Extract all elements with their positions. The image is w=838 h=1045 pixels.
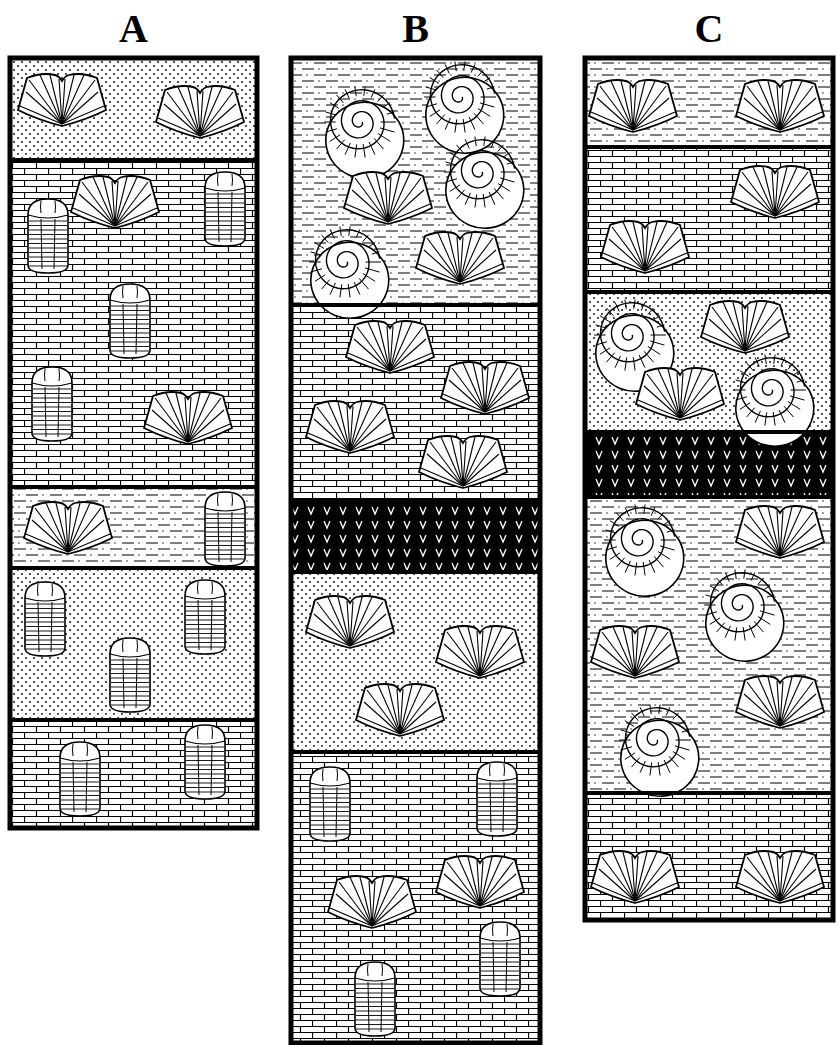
trilobite-fossil bbox=[28, 199, 68, 273]
brachiopod-fossil bbox=[144, 392, 232, 444]
rock-column bbox=[10, 58, 257, 828]
brachiopod-fossil bbox=[736, 506, 824, 558]
brachiopod-fossil bbox=[71, 176, 159, 228]
brachiopod-fossil bbox=[591, 851, 679, 903]
layer-boundary bbox=[10, 566, 257, 570]
brachiopod-fossil bbox=[356, 684, 444, 736]
brachiopod-fossil bbox=[436, 856, 524, 908]
fossils bbox=[589, 80, 824, 903]
shale-layer bbox=[291, 58, 540, 305]
layer-boundary bbox=[10, 718, 257, 722]
column-label: A bbox=[119, 9, 148, 49]
limestone-layer bbox=[10, 720, 257, 828]
brachiopod-fossil bbox=[731, 166, 819, 218]
column-heading-box: C bbox=[585, 3, 833, 55]
limestone-layer bbox=[291, 305, 540, 500]
layer-boundary bbox=[585, 430, 833, 434]
brachiopod-fossil bbox=[328, 876, 416, 928]
trilobite-fossil bbox=[25, 582, 65, 656]
column-border bbox=[291, 58, 540, 1043]
brachiopod-fossil bbox=[736, 80, 824, 132]
column-heading-box: B bbox=[291, 3, 540, 55]
brachiopod-fossil bbox=[601, 221, 689, 273]
layer-boundary bbox=[10, 485, 257, 489]
ammonite-fossil bbox=[424, 61, 504, 153]
brachiopod-fossil bbox=[156, 86, 244, 138]
limestone-layer bbox=[291, 752, 540, 1043]
ammonite-fossil bbox=[444, 136, 524, 228]
limestone-layer bbox=[585, 147, 833, 292]
brachiopod-fossil bbox=[736, 676, 824, 728]
column-heading-box: A bbox=[10, 3, 257, 55]
brachiopod-fossil bbox=[24, 502, 112, 554]
limestone-layer bbox=[10, 160, 257, 487]
brachiopod-fossil bbox=[589, 80, 677, 132]
rock-column bbox=[291, 58, 540, 1043]
trilobite-fossil bbox=[185, 580, 225, 654]
brachiopod-fossil bbox=[419, 436, 507, 488]
fossils bbox=[306, 61, 529, 1036]
sandstone-layer bbox=[10, 568, 257, 720]
limestone-layer bbox=[585, 793, 833, 920]
ammonite-fossil bbox=[324, 86, 404, 178]
shale-layer bbox=[10, 487, 257, 568]
brachiopod-fossil bbox=[591, 626, 679, 678]
brachiopod-fossil bbox=[306, 596, 394, 648]
brachiopod-fossil bbox=[636, 368, 724, 420]
layer-boundary bbox=[291, 303, 540, 307]
trilobite-fossil bbox=[110, 284, 150, 358]
trilobite-fossil bbox=[310, 767, 350, 841]
trilobite-fossil bbox=[205, 172, 245, 246]
trilobite-fossil bbox=[60, 742, 100, 816]
ammonite-fossil bbox=[619, 704, 699, 796]
column-border bbox=[10, 58, 257, 828]
trilobite-fossil bbox=[477, 762, 517, 836]
column-label: B bbox=[402, 9, 429, 49]
trilobite-fossil bbox=[480, 922, 520, 996]
layer-boundary bbox=[291, 570, 540, 574]
trilobite-fossil bbox=[355, 962, 395, 1036]
volcanic-ash-layer bbox=[291, 500, 540, 572]
sandstone-layer bbox=[291, 572, 540, 752]
fossils bbox=[18, 74, 245, 816]
brachiopod-fossil bbox=[346, 321, 434, 373]
layer-boundary bbox=[585, 290, 833, 294]
brachiopod-fossil bbox=[736, 851, 824, 903]
brachiopod-fossil bbox=[436, 626, 524, 678]
sandstone-layer bbox=[10, 58, 257, 160]
brachiopod-fossil bbox=[701, 301, 789, 353]
brachiopod-fossil bbox=[441, 362, 529, 414]
shale-layer bbox=[585, 58, 833, 147]
column-border bbox=[585, 58, 833, 920]
trilobite-fossil bbox=[32, 367, 72, 441]
trilobite-fossil bbox=[185, 725, 225, 799]
brachiopod-fossil bbox=[344, 172, 432, 224]
column-label: C bbox=[695, 9, 724, 49]
layer-boundary bbox=[291, 498, 540, 502]
layer-boundary bbox=[10, 158, 257, 162]
brachiopod-fossil bbox=[306, 401, 394, 453]
brachiopod-fossil bbox=[416, 232, 504, 284]
layer-boundary bbox=[585, 495, 833, 499]
volcanic-ash-layer bbox=[585, 432, 833, 497]
trilobite-fossil bbox=[205, 492, 245, 566]
brachiopod-fossil bbox=[18, 74, 106, 126]
ammonite-fossil bbox=[604, 504, 684, 596]
layer-boundary bbox=[291, 750, 540, 754]
layer-boundary bbox=[585, 145, 833, 149]
rock-column bbox=[585, 58, 833, 920]
layer-boundary bbox=[585, 791, 833, 795]
ammonite-fossil bbox=[704, 569, 784, 661]
trilobite-fossil bbox=[110, 638, 150, 712]
